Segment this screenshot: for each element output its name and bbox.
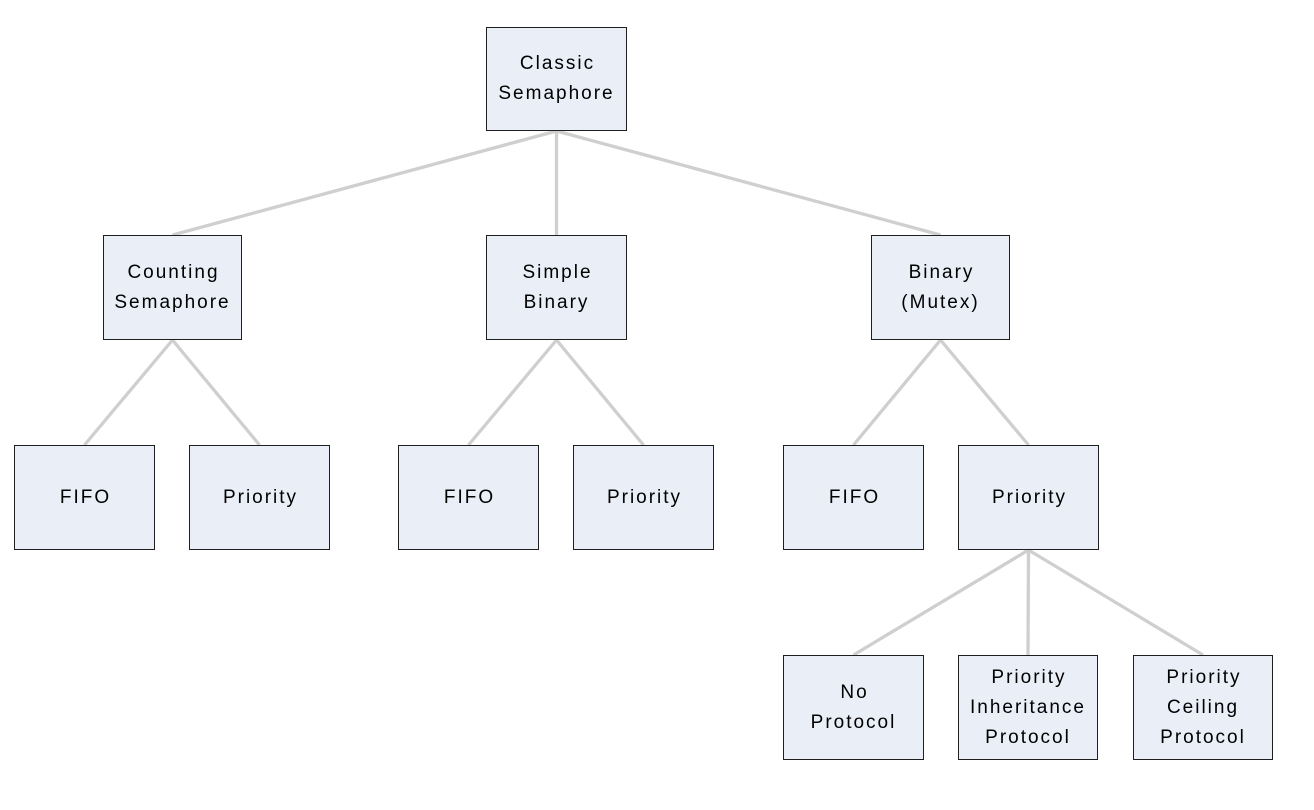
edge-priority-mutex-to-no-protocol (852, 548, 1030, 657)
node-label-binary-mutex: Binary (Mutex) (901, 261, 980, 313)
edge-simple-binary-to-priority-simple (555, 338, 645, 447)
node-priority-simple: Priority (573, 445, 714, 550)
node-label-counting-semaphore: Counting Semaphore (114, 261, 231, 313)
node-label-priority-ceiling: Priority Ceiling Protocol (1160, 666, 1246, 748)
node-fifo-simple: FIFO (398, 445, 539, 550)
node-label-priority-inheritance: Priority Inheritance Protocol (969, 666, 1086, 748)
node-classic-semaphore: Classic Semaphore (486, 27, 627, 131)
node-label-classic-semaphore: Classic Semaphore (498, 53, 615, 104)
node-priority-mutex: Priority (958, 445, 1099, 550)
edge-counting-semaphore-to-priority-counting (171, 338, 261, 447)
edge-priority-mutex-to-priority-inheritance (1026, 549, 1031, 656)
node-priority-ceiling: Priority Ceiling Protocol (1133, 655, 1273, 760)
node-label-simple-binary: Simple Binary (522, 261, 593, 313)
edge-binary-mutex-to-priority-mutex (939, 338, 1030, 447)
node-label-fifo-counting: FIFO (59, 486, 112, 508)
node-priority-counting: Priority (189, 445, 330, 550)
edge-binary-mutex-to-fifo-mutex (852, 338, 942, 447)
node-simple-binary: Simple Binary (486, 235, 627, 340)
node-label-fifo-mutex: FIFO (828, 486, 881, 508)
edge-priority-mutex-to-priority-ceiling (1027, 548, 1204, 657)
node-binary-mutex: Binary (Mutex) (871, 235, 1010, 340)
node-priority-inheritance: Priority Inheritance Protocol (958, 655, 1098, 760)
node-label-priority-mutex: Priority (991, 486, 1068, 508)
node-label-no-protocol: No Protocol (810, 681, 897, 733)
edge-counting-semaphore-to-fifo-counting (83, 338, 174, 447)
node-counting-semaphore: Counting Semaphore (103, 235, 242, 340)
node-label-priority-counting: Priority (222, 486, 299, 508)
edge-simple-binary-to-fifo-simple (467, 338, 558, 447)
node-label-priority-simple: Priority (606, 486, 683, 508)
node-label-fifo-simple: FIFO (443, 486, 496, 508)
edge-classic-semaphore-to-counting-semaphore (172, 129, 557, 237)
node-no-protocol: No Protocol (783, 655, 924, 760)
edge-classic-semaphore-to-binary-mutex (556, 129, 941, 237)
node-fifo-counting: FIFO (14, 445, 155, 550)
node-fifo-mutex: FIFO (783, 445, 924, 550)
